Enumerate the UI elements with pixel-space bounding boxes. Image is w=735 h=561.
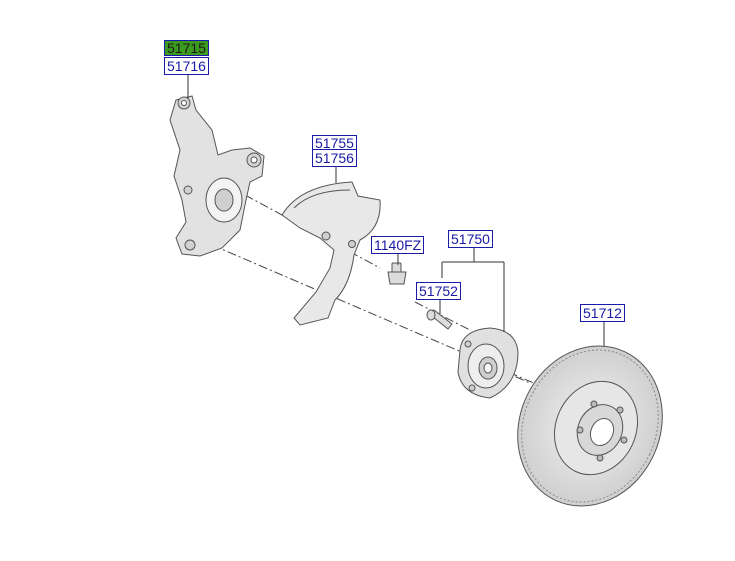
part-label-51750[interactable]: 51750 xyxy=(448,230,493,248)
part-label-1140fz[interactable]: 1140FZ xyxy=(371,236,425,254)
part-label-51716[interactable]: 51716 xyxy=(164,57,209,75)
steering-knuckle[interactable] xyxy=(169,95,265,257)
bolt-1140fz[interactable] xyxy=(387,262,407,285)
part-label-51755[interactable]: 51755 xyxy=(312,135,357,151)
brake-dust-shield[interactable] xyxy=(281,181,381,326)
brake-disc[interactable] xyxy=(492,322,688,530)
part-label-51712[interactable]: 51712 xyxy=(580,304,625,322)
leader-lines xyxy=(187,74,605,346)
part-label-51756[interactable]: 51756 xyxy=(312,149,357,167)
hub-bolt-51752[interactable] xyxy=(426,309,453,330)
part-label-51715[interactable]: 51715 xyxy=(164,40,209,56)
part-label-51752[interactable]: 51752 xyxy=(416,282,461,300)
hub-bearing-assembly[interactable] xyxy=(457,327,519,399)
